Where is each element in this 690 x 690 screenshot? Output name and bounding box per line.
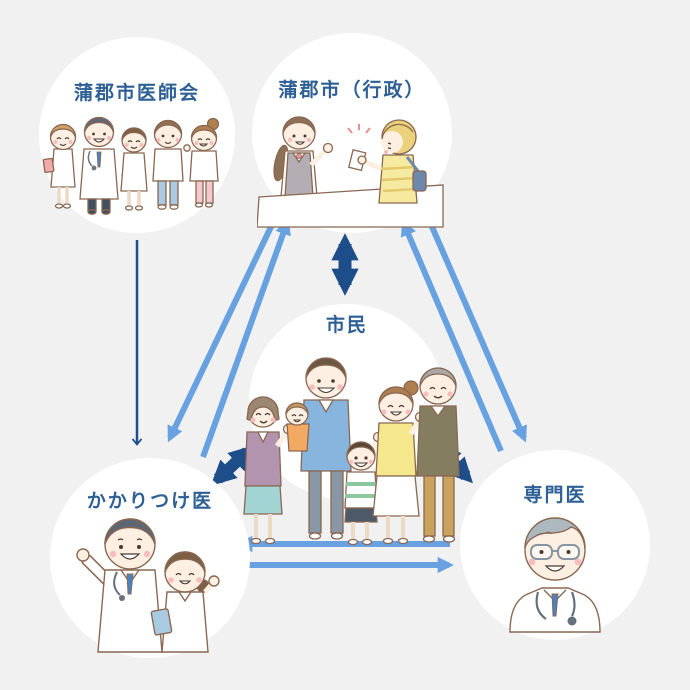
node-medical-association: 蒲郡市医師会 [39,37,235,233]
specialist-doctor-illustration [509,517,601,633]
node-family-doctor: かかりつけ医 [50,458,250,658]
node-label-city-government: 蒲郡市（行政） [278,80,426,101]
family-doctor-illustration [76,518,220,653]
node-label-citizens: 市民 [325,315,368,336]
node-label-specialist: 専門医 [523,485,587,506]
city-counter-illustration [257,116,444,228]
arrow-government-to-specialist [423,211,527,443]
node-label-medical-association: 蒲郡市医師会 [73,83,200,104]
node-city-government: 蒲郡市（行政） [252,33,452,233]
family-illustration [243,357,460,546]
node-specialist: 専門医 [460,450,650,640]
node-label-family-doctor: かかりつけ医 [86,491,214,512]
arrow-family-doctor-to-government [200,218,291,459]
node-citizens: 市民 [243,304,460,546]
medical-team-illustration [42,116,220,215]
arrow-government-to-family-doctor [167,206,283,443]
arrow-specialist-to-government [401,219,504,453]
arrow-citizens-family-doctor-bidirectional [210,445,255,486]
